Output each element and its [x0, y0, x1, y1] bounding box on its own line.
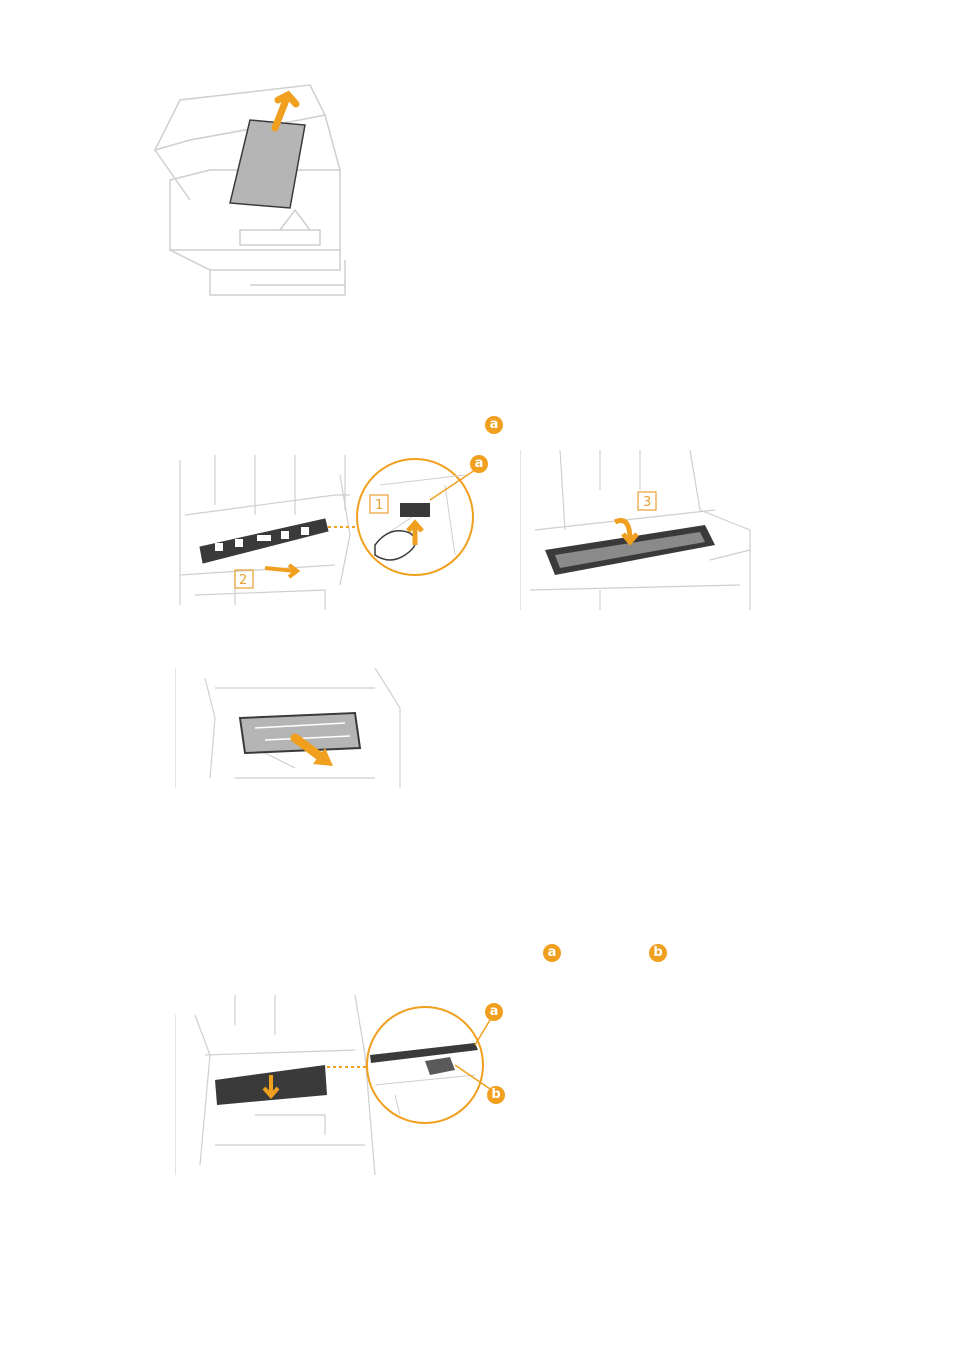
step-1-number: 1 [375, 498, 383, 513]
pull-paper-figure [175, 668, 405, 793]
cover-close-figure: 3 [520, 450, 755, 615]
callout-a-badge-figure2: a [470, 455, 488, 473]
callout-a-badge-2: a [543, 944, 561, 962]
callout-b-badge: b [649, 944, 667, 962]
guide-install-figure [175, 995, 495, 1180]
step-2-number: 2 [239, 573, 247, 588]
step-3-number: 3 [643, 495, 651, 510]
printer-open-figure [150, 80, 350, 300]
callout-b-badge-figure5: b [487, 1086, 505, 1104]
callout-a-badge: a [485, 416, 503, 434]
callout-a-badge-figure5: a [485, 1003, 503, 1021]
guide-removal-figure: 2 1 [175, 455, 495, 615]
